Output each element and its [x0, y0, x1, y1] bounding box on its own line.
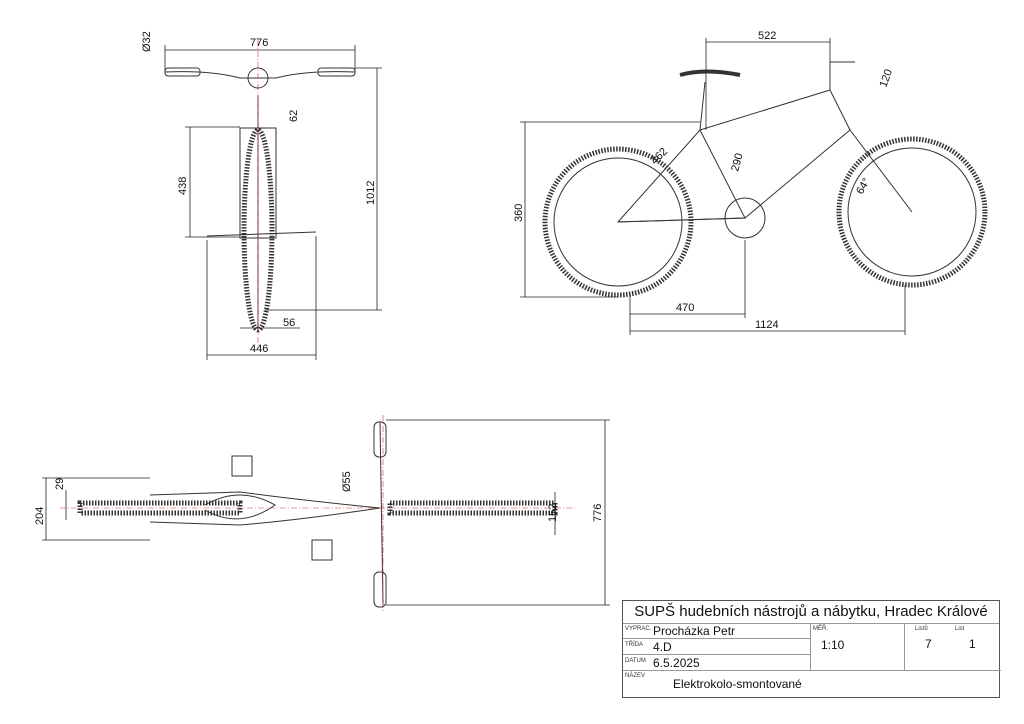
sheet-label: List	[955, 626, 965, 632]
pedal-bottom	[311, 539, 333, 561]
dim-chainstay: 470	[676, 302, 694, 314]
dim-front-hub-width: 162	[547, 504, 559, 522]
handlebar-top	[379, 421, 384, 606]
name-label: NÁZEV	[625, 673, 646, 679]
author-label: VYPRAC.	[625, 626, 652, 632]
sheet: 1	[969, 637, 976, 651]
dim-down-tube: 290	[729, 152, 745, 173]
dim-tire-width: 56	[283, 317, 295, 329]
dim-seat-tube: 462	[649, 146, 670, 167]
dim-headset-diameter: Ø55	[341, 471, 353, 492]
dim-rear-width: 204	[34, 507, 46, 525]
side-view: 522 120 462 290 360 64° 470 1124	[513, 30, 988, 335]
motor	[724, 197, 766, 239]
dim-rear-offset: 29	[54, 478, 66, 490]
dim-stem-offset: 62	[288, 110, 300, 122]
handlebar	[164, 71, 356, 79]
dim-pedal-width: 446	[250, 343, 268, 355]
date: 6.5.2025	[653, 656, 700, 670]
date-label: DATUM	[625, 658, 646, 664]
front-wheel-side	[836, 136, 988, 288]
sheets: 7	[925, 637, 932, 651]
author: Procházka Petr	[653, 624, 736, 638]
scale-label: MĚŘ.	[813, 626, 828, 632]
dim-handlebar-width: 776	[250, 37, 268, 49]
rear-wheel	[542, 146, 694, 298]
dim-reach: 522	[758, 30, 776, 42]
dim-fork-height: 438	[177, 177, 189, 195]
front-view: 776 Ø32 62 438 1012 56 446	[141, 31, 382, 360]
class-label: TŘÍDA	[625, 642, 643, 648]
school-name: SUPŠ hudebních nástrojů a nábytku, Hrade…	[623, 601, 999, 624]
drawing-name: Elektrokolo-smontované	[673, 677, 802, 691]
scale: 1:10	[821, 638, 845, 652]
dim-handlebar-width-top: 776	[592, 504, 604, 522]
dim-total-height: 1012	[365, 181, 377, 205]
title-block: SUPŠ hudebních nástrojů a nábytku, Hrade…	[622, 600, 1001, 698]
dim-bb-height: 360	[513, 204, 525, 222]
pedal-top	[231, 455, 253, 477]
pedals	[206, 231, 317, 237]
dim-wheelbase: 1124	[755, 319, 779, 331]
sheets-label: Listů	[915, 626, 928, 632]
dim-stem-length: 120	[878, 68, 896, 89]
dim-grip-diameter: Ø32	[141, 31, 153, 52]
class: 4.D	[653, 640, 672, 654]
top-view: 204 29 Ø55 162 776	[34, 415, 610, 612]
